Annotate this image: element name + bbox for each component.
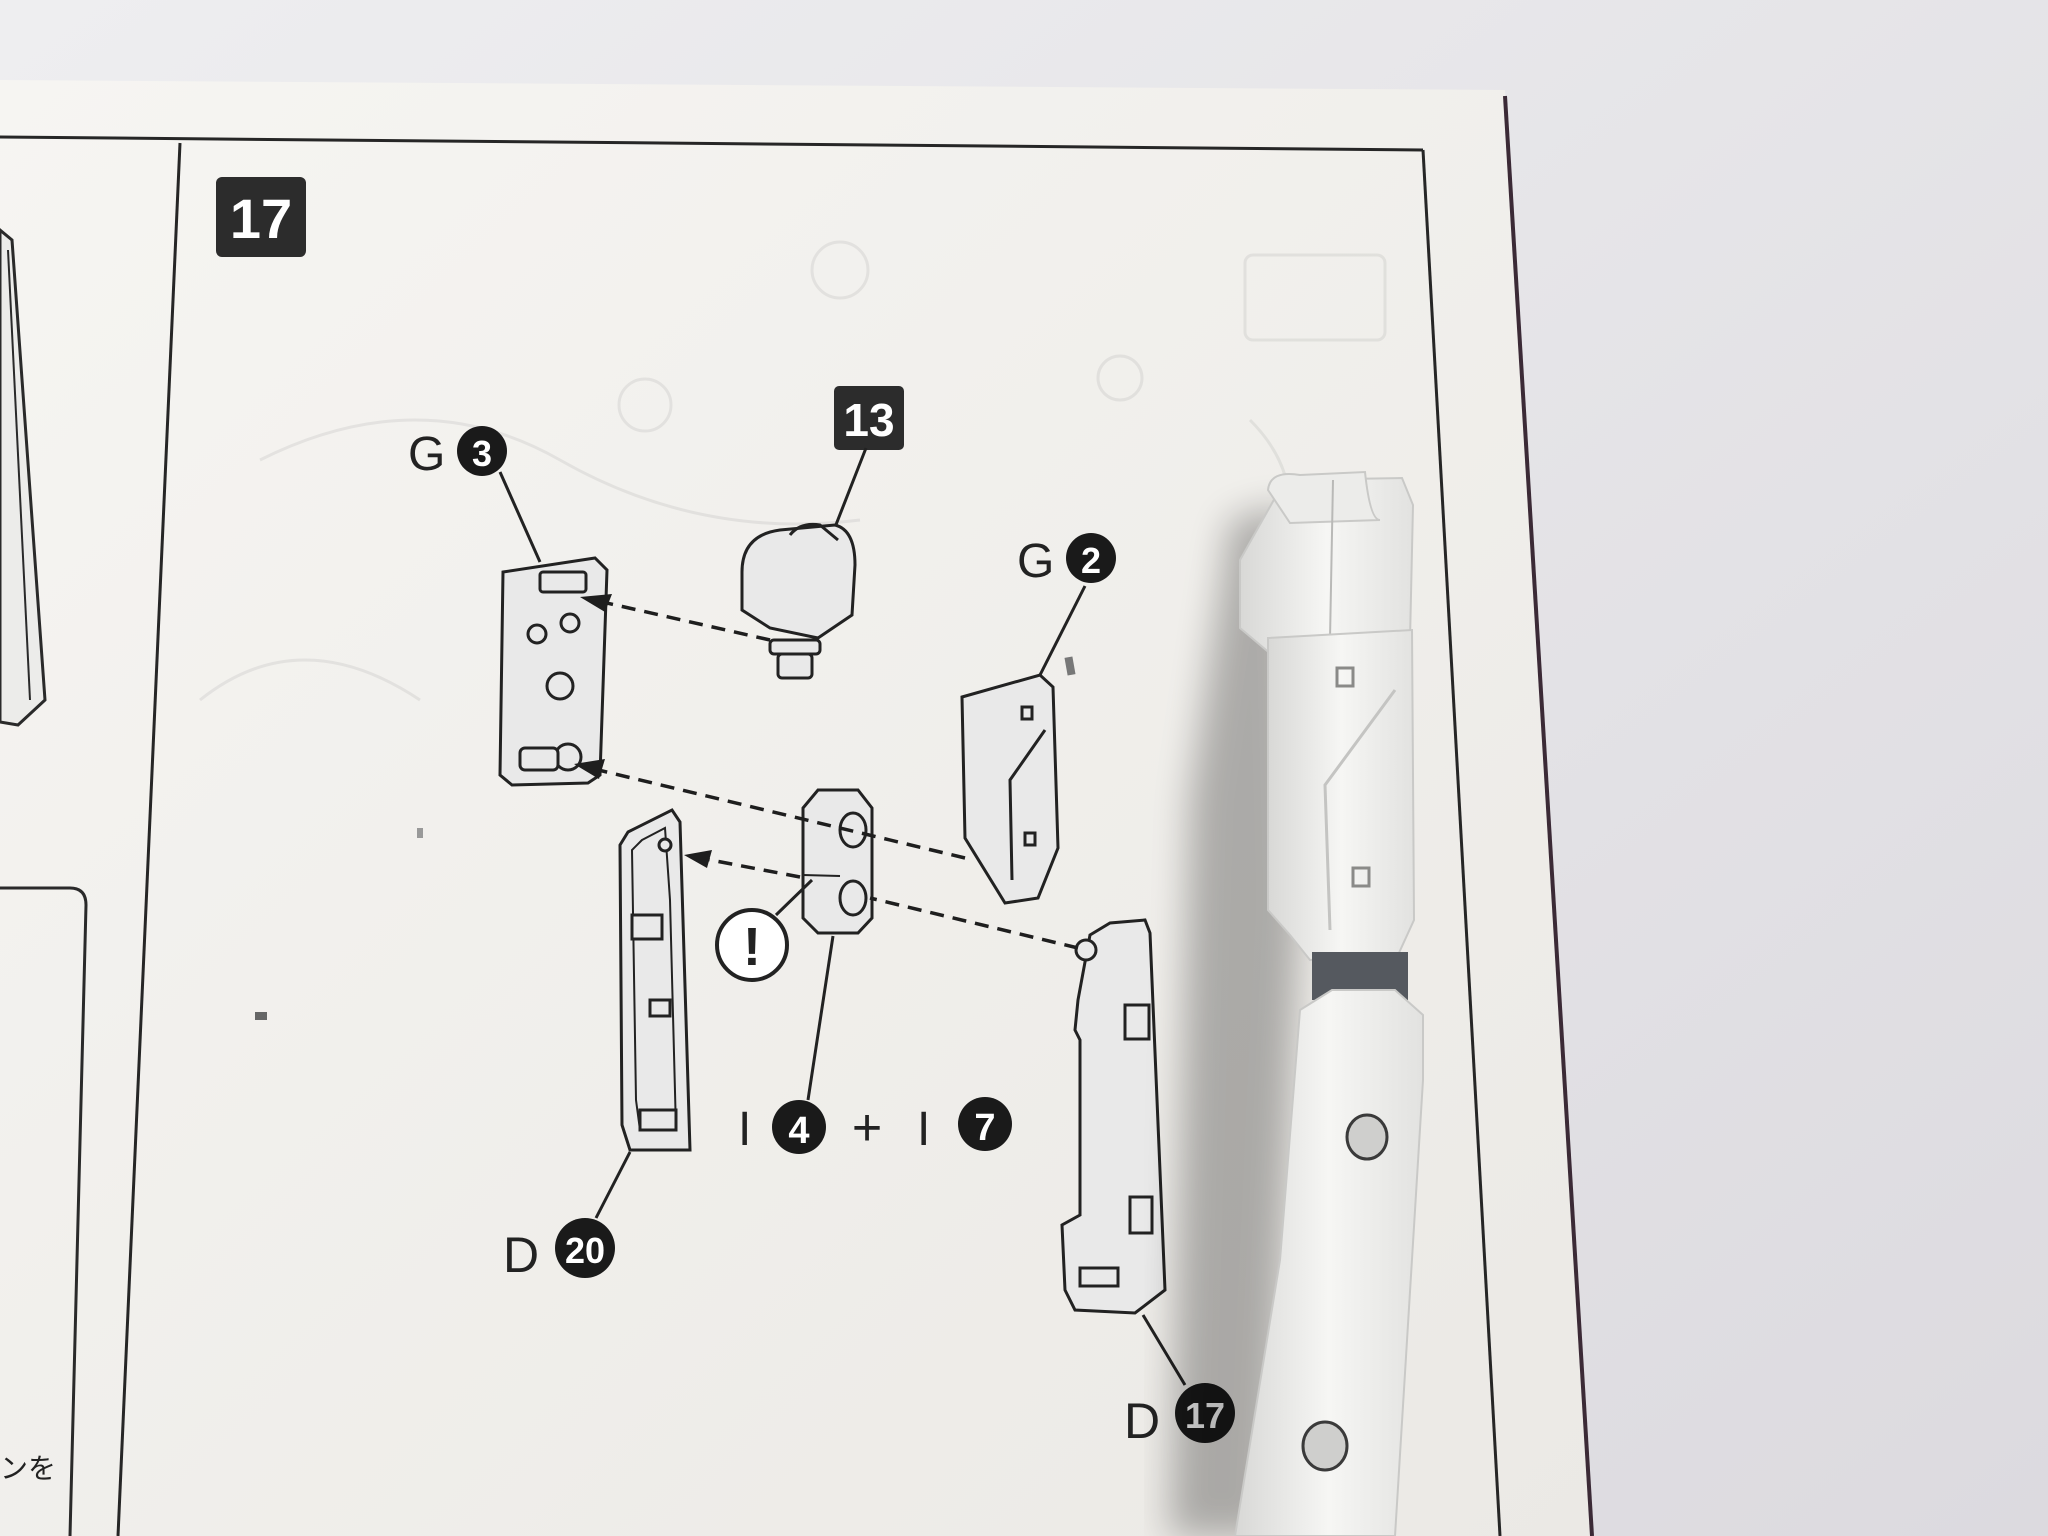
left-panel-part (0, 228, 47, 727)
model-part (1170, 470, 1424, 1536)
sub-step-number: 13 (843, 394, 894, 446)
part-number-badge (1066, 533, 1116, 583)
part-number-badge (772, 1100, 826, 1154)
head-subassembly (740, 523, 857, 680)
sub-step-badge: 13 (834, 386, 904, 450)
paper-speck (255, 1012, 267, 1020)
assembly-arrows (589, 599, 1079, 950)
leader-line (806, 935, 835, 1101)
combo-letter-second: I (917, 1103, 930, 1156)
panel-borders (0, 135, 1502, 1536)
paper-speck (1064, 656, 1076, 676)
part-number-badge (457, 426, 507, 476)
part-g2 (960, 673, 1060, 905)
part-number: 2 (1081, 540, 1101, 581)
part-label-letter: G (1017, 535, 1054, 588)
part-number-badge (555, 1218, 615, 1278)
model-part-middle (1267, 628, 1416, 962)
part-d17 (1060, 918, 1167, 1315)
leader-line (498, 471, 542, 563)
part-number: 20 (565, 1230, 605, 1271)
part-number-badge (958, 1097, 1012, 1151)
caution-symbol: ! (743, 917, 761, 977)
step-number: 17 (230, 187, 292, 250)
combo-letter-first: I (738, 1103, 751, 1156)
part-g3 (498, 556, 609, 787)
leader-line (1038, 585, 1087, 676)
part-label-letter: D (503, 1227, 539, 1283)
part-label-letter: D (1124, 1393, 1160, 1449)
step-number-box: 17 (216, 177, 306, 257)
paper-speck (417, 828, 423, 838)
joint-part (801, 788, 874, 935)
leader-line (774, 878, 814, 917)
margin-text: ンを (0, 1453, 56, 1484)
part-number: 3 (472, 433, 492, 474)
paper-edge (1503, 95, 1594, 1536)
combo-number-first: 4 (788, 1110, 809, 1152)
caution-badge (715, 908, 789, 982)
leader-line (594, 1151, 632, 1219)
left-panel-box (0, 886, 88, 1536)
arrow-heads (574, 594, 712, 868)
combo-plus: + (852, 1099, 882, 1157)
part-label-letter: G (408, 428, 445, 481)
part-d20 (618, 808, 692, 1152)
combo-number-second: 7 (974, 1107, 995, 1149)
